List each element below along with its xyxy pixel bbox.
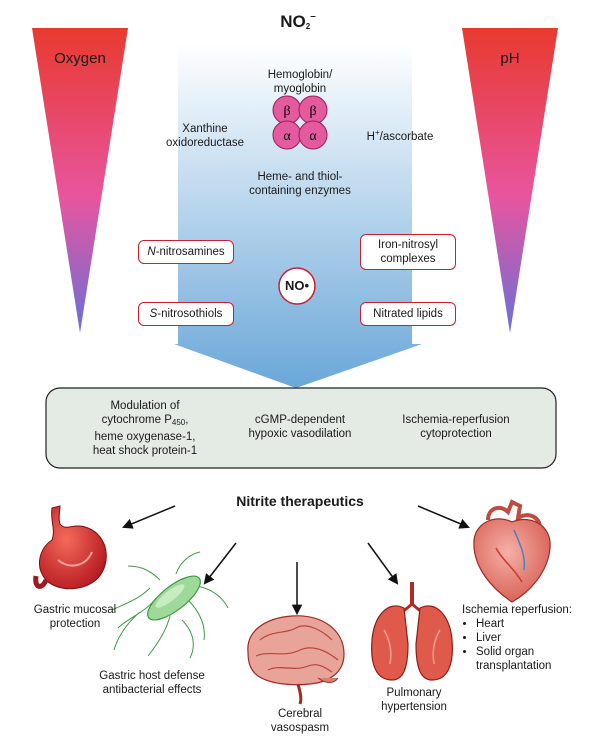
alpha-label-right: α [309, 129, 317, 144]
heme-thiol-label: Heme- and thiol- containing enzymes [249, 171, 351, 197]
effects-box [45, 387, 557, 469]
brain-icon [247, 615, 345, 705]
ischemia-targets-list: Heart Liver Solid organ transplantation [462, 617, 592, 673]
lungs-icon [371, 582, 453, 681]
stomach-icon [33, 505, 107, 590]
ph-wedge [462, 28, 558, 333]
beta-label-left: β [283, 104, 290, 119]
xanthine-label: Xanthine oxidoreductase [166, 123, 244, 149]
alpha-label-left: α [283, 129, 291, 144]
cerebral-vasospasm-label: Cerebral vasospasm [270, 708, 330, 734]
oxygen-wedge [32, 28, 128, 333]
ischemia-target-item: Heart [476, 617, 592, 631]
ischemia-targets: Ischemia reperfusion: Heart Liver Solid … [462, 603, 592, 673]
nitrite-label: NO2– [262, 8, 334, 36]
modulation-subscript: 450 [171, 418, 186, 427]
arrow-to-heart [417, 505, 470, 529]
beta-label-right: β [309, 104, 316, 119]
pulmonary-hypertension-label: Pulmonary hypertension [381, 687, 447, 713]
nitrosothiols-italic: S [149, 308, 158, 320]
nitrite-label-charge: – [310, 11, 316, 22]
arrow-to-gastric [122, 505, 176, 529]
hemoglobin-subunits: β β α α [272, 95, 328, 150]
funnel-arrow [174, 44, 422, 388]
therapeutics-title: Nitrite therapeutics [236, 493, 364, 509]
modulation-effect: Modulation of cytochrome P450, heme oxyg… [70, 399, 220, 458]
modulation-text-a: Modulation of cytochrome P [101, 400, 180, 426]
alpha-subunit-right [298, 120, 328, 150]
vasodilation-effect: cGMP-dependent hypoxic vasodilation [248, 414, 352, 440]
nitrosamines-pill: N-nitrosamines [138, 240, 234, 264]
ischemia-targets-title: Ischemia reperfusion: [462, 604, 572, 616]
gastric-protection-label: Gastric mucosal protection [33, 604, 117, 630]
nitric-oxide-label: NO• [284, 278, 310, 293]
hemoglobin-label: Hemoglobin/ myoglobin [267, 69, 333, 95]
modulation-text-b: , heme oxygenase-1, heat shock protein-1 [92, 414, 198, 457]
antibacterial-label: Gastric host defense antibacterial effec… [99, 670, 205, 696]
oxygen-label: Oxygen [54, 50, 106, 67]
nitrite-label-subscript: 2 [305, 22, 311, 31]
ascorbate-label: H+/ascorbate [366, 128, 434, 143]
ischemia-target-item: Solid organ transplantation [476, 645, 592, 673]
ischemia-effect: Ischemia-reperfusion cytoprotection [402, 414, 510, 440]
nitrosothiols-pill: S-nitrosothiols [138, 302, 234, 326]
nitrated-lipids-pill: Nitrated lipids [360, 302, 456, 326]
iron-nitrosyl-pill: Iron-nitrosyl complexes [360, 234, 456, 270]
arrow-to-pulmonary [367, 542, 399, 585]
iron-nitrosyl-text: Iron-nitrosyl complexes [377, 239, 439, 265]
bacterium-icon [111, 551, 229, 659]
no-circle [278, 267, 316, 305]
nitrosamines-text: -nitrosamines [155, 246, 225, 258]
nitrosamines-italic: N [147, 246, 156, 258]
ischemia-target-item: Liver [476, 631, 592, 645]
nitrite-label-base: NO [280, 12, 306, 31]
arrow-to-antibacterial [203, 542, 237, 585]
nitrosothiols-text: -nitrosothiols [157, 308, 223, 320]
ph-label: pH [500, 50, 520, 67]
heart-icon [473, 499, 551, 603]
nitrated-lipids-text: Nitrated lipids [373, 308, 443, 320]
